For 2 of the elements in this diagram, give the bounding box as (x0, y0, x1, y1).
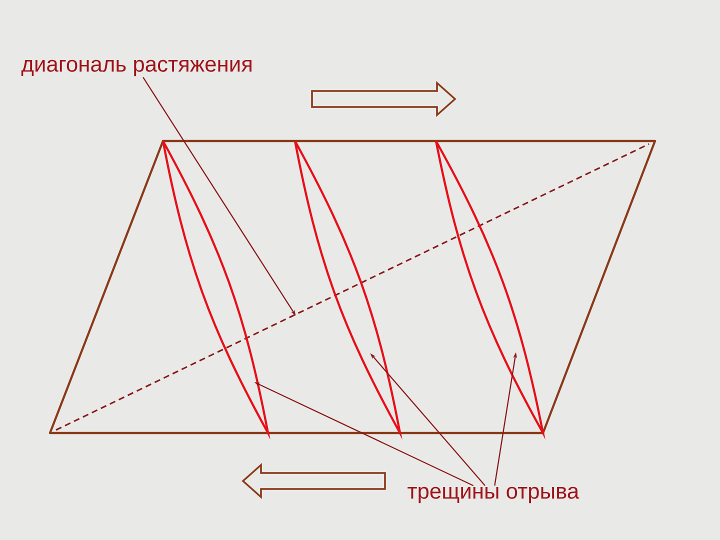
label-text: диагональ растяжения (21, 60, 252, 76)
label-text: трещины отрыва (408, 486, 580, 504)
